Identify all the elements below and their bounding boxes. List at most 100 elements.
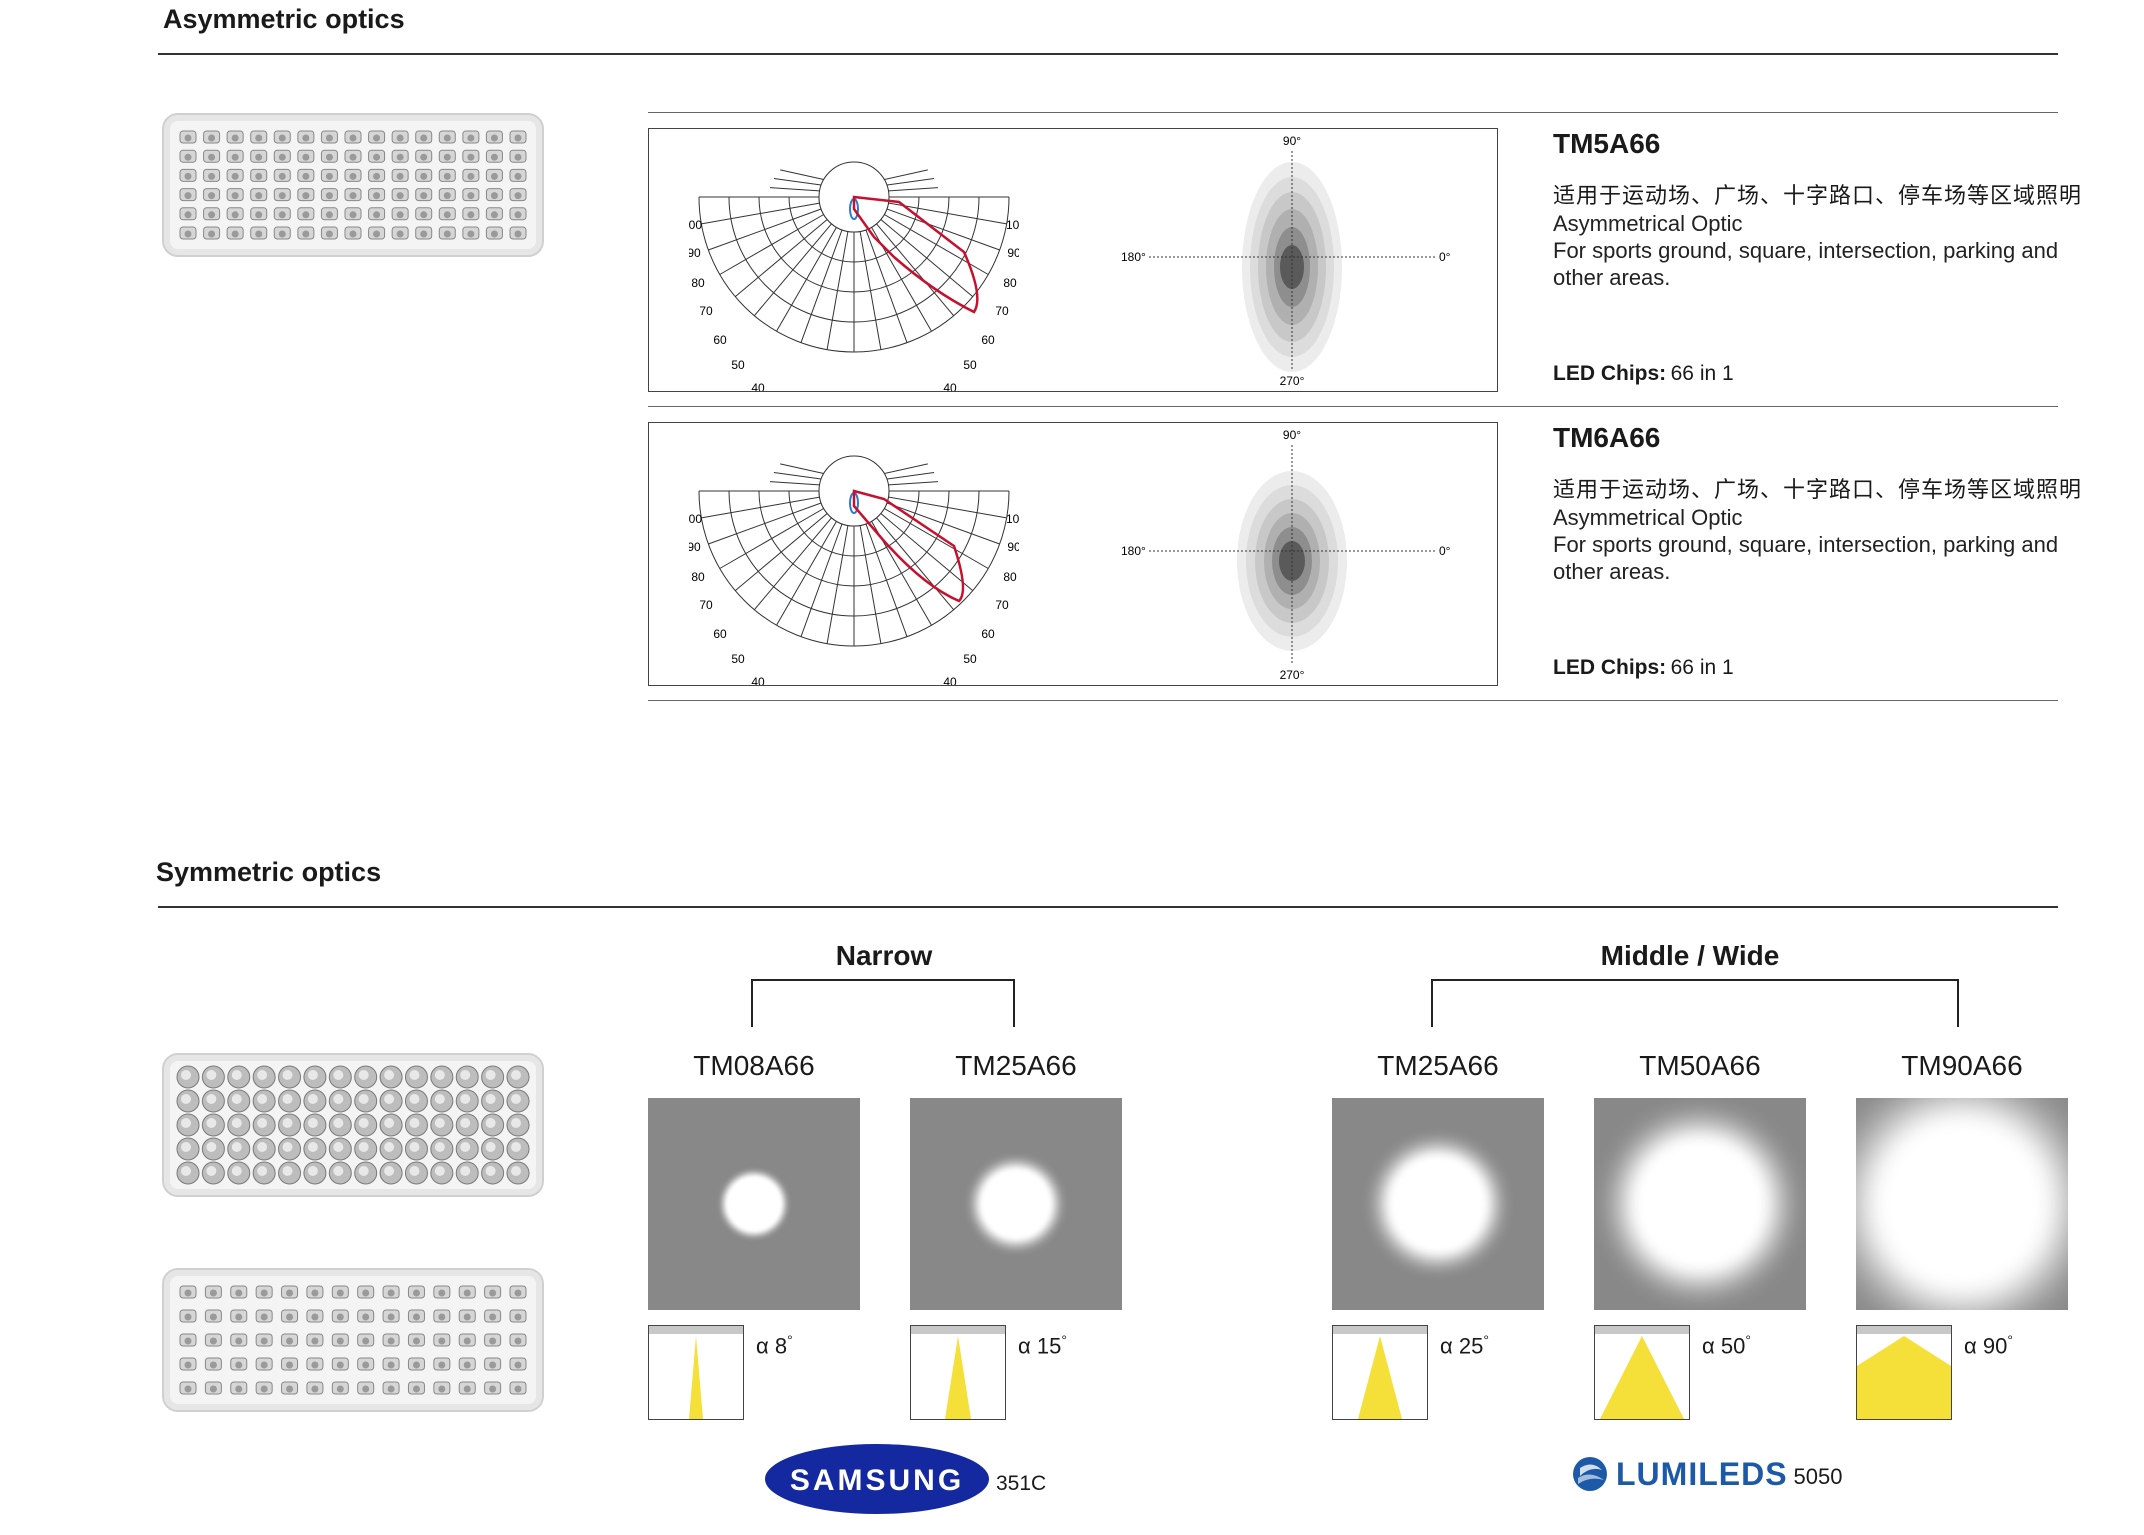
beam-cone-shape <box>689 1336 703 1419</box>
alpha-symbol: α <box>1702 1333 1715 1359</box>
alpha-symbol: α <box>756 1333 769 1359</box>
beam-spot-image <box>1332 1098 1544 1310</box>
beam-angle-diagram <box>648 1325 744 1420</box>
description-cn: 适用于运动场、广场、十字路口、停车场等区域照明 <box>1553 183 2083 208</box>
beam-spot-image <box>1856 1098 2068 1310</box>
polar-tick-label: 50 <box>731 652 745 666</box>
iso-axis-label: 270° <box>1280 374 1305 388</box>
polar-tick-label: 40 <box>943 381 957 391</box>
polar-tick-label: 40 <box>751 381 765 391</box>
beam-angle-value: 15 <box>1036 1333 1062 1359</box>
degree-unit: ° <box>1745 1332 1751 1348</box>
optic-model-name: TM25A66 <box>955 1050 1077 1081</box>
photometric-chart-box: 1009080706050403020100°10090807060504030… <box>648 128 1498 392</box>
polar-tick-label: 50 <box>963 358 977 372</box>
light-spot <box>1872 1114 2052 1294</box>
beam-angle-diagram <box>1332 1325 1428 1420</box>
polar-tick-label: 100 <box>1006 512 1019 526</box>
beam-angle-label: α 90° <box>1964 1332 2013 1359</box>
polar-tick-label: 50 <box>963 652 977 666</box>
iso-axis-label: 0° <box>1439 544 1451 558</box>
chips-value: 66 in 1 <box>1670 656 1734 679</box>
lumileds-emblem-icon <box>1573 1457 1607 1491</box>
lumileds-logo-text: LUMILEDS <box>1616 1455 1788 1492</box>
isolux-diagram: 90°270°180°0° <box>1121 134 1451 388</box>
polar-tick-label: 90 <box>1007 246 1019 260</box>
photometric-chart-box: 1009080706050403020100°10090807060504030… <box>648 422 1498 686</box>
polar-tick-label: 60 <box>713 627 727 641</box>
iso-axis-label: 0° <box>1439 250 1451 264</box>
row-divider <box>648 112 2058 113</box>
beam-angle-value: 90 <box>1982 1333 2008 1359</box>
beam-angle-diagram <box>1594 1325 1690 1420</box>
degree-unit: ° <box>1483 1332 1489 1348</box>
beam-angle-value: 25 <box>1458 1333 1484 1359</box>
light-spot <box>1632 1136 1768 1272</box>
beam-spot-image <box>910 1098 1122 1310</box>
polar-tick-label: 80 <box>691 276 705 290</box>
beam-angle-label: α 8° <box>756 1332 793 1359</box>
section-divider <box>158 53 2058 55</box>
chips-value: 66 in 1 <box>1670 362 1734 385</box>
chips-label: LED Chips: <box>1553 362 1667 385</box>
polar-tick-label: 80 <box>691 570 705 584</box>
degree-unit: ° <box>2007 1332 2013 1348</box>
samsung-logo: SAMSUNG <box>763 1440 993 1525</box>
asym-led-module-image <box>162 113 544 257</box>
polar-tick-label: 40 <box>751 675 765 685</box>
beam-angle-label: α 25° <box>1440 1332 1489 1359</box>
beam-angle-diagram <box>910 1325 1006 1420</box>
samsung-logo-text: SAMSUNG <box>790 1464 964 1497</box>
led-chips-spec: LED Chips: 66 in 1 <box>1553 656 1734 680</box>
beam-angle-label: α 15° <box>1018 1332 1067 1359</box>
polar-distribution-chart: 1009080706050403020100°10090807060504030… <box>689 455 1019 685</box>
alpha-symbol: α <box>1018 1333 1031 1359</box>
iso-axis-label: 90° <box>1283 428 1301 442</box>
row-divider <box>648 700 2058 701</box>
chips-label: LED Chips: <box>1553 656 1667 679</box>
beam-cone-shape <box>1600 1336 1684 1419</box>
alpha-symbol: α <box>1964 1333 1977 1359</box>
iso-axis-label: 270° <box>1280 668 1305 682</box>
beam-angle-value: 50 <box>1720 1333 1746 1359</box>
degree-unit: ° <box>787 1332 793 1348</box>
wide-group-title: Middle / Wide <box>1600 940 1780 971</box>
led-chips-spec: LED Chips: 66 in 1 <box>1553 362 1734 386</box>
sym-led-module-image-lens <box>162 1053 544 1197</box>
row-divider <box>648 406 2058 407</box>
optic-type: Asymmetrical Optic <box>1553 211 1743 236</box>
lumileds-logo: LUMILEDS 5050 <box>1572 1454 1843 1494</box>
section-divider <box>158 906 2058 908</box>
optic-model-name: TM08A66 <box>693 1050 815 1081</box>
polar-tick-label: 100 <box>1006 218 1019 232</box>
sym-section-title: Symmetric optics <box>156 857 382 887</box>
model-name: TM6A66 <box>1553 422 1661 453</box>
polar-tick-label: 90 <box>1007 540 1019 554</box>
narrow-group-title: Narrow <box>835 940 933 971</box>
light-spot <box>1388 1154 1488 1254</box>
asym-section-title: Asymmetric optics <box>163 4 405 34</box>
degree-unit: ° <box>1061 1332 1067 1348</box>
beam-cone-shape <box>1857 1336 1951 1419</box>
polar-tick-label: 60 <box>713 333 727 347</box>
beam-angle-value: 8 <box>774 1333 788 1359</box>
beam-angle-label: α 50° <box>1702 1332 1751 1359</box>
beam-cone-shape <box>945 1336 971 1419</box>
sym-led-module-image-chips <box>162 1268 544 1412</box>
optic-model-name: TM25A66 <box>1377 1050 1499 1081</box>
wide-bracket <box>1431 979 1959 1027</box>
samsung-chip-model: 351C <box>996 1472 1047 1495</box>
iso-axis-label: 180° <box>1121 544 1146 558</box>
polar-tick-label: 60 <box>981 333 995 347</box>
application-text: For sports ground, square, intersection,… <box>1553 238 2059 290</box>
polar-tick-label: 70 <box>699 304 713 318</box>
optic-model-name: TM50A66 <box>1639 1050 1761 1081</box>
polar-tick-label: 90 <box>689 540 701 554</box>
application-text: For sports ground, square, intersection,… <box>1553 532 2059 584</box>
isolux-diagram: 90° 270° 180° 0° <box>1121 428 1451 682</box>
beam-angle-diagram <box>1856 1325 1952 1420</box>
iso-axis-label: 180° <box>1121 250 1146 264</box>
polar-distribution-chart: 1009080706050403020100°10090807060504030… <box>689 161 1019 391</box>
polar-tick-label: 100 <box>689 512 702 526</box>
polar-tick-label: 70 <box>995 598 1009 612</box>
